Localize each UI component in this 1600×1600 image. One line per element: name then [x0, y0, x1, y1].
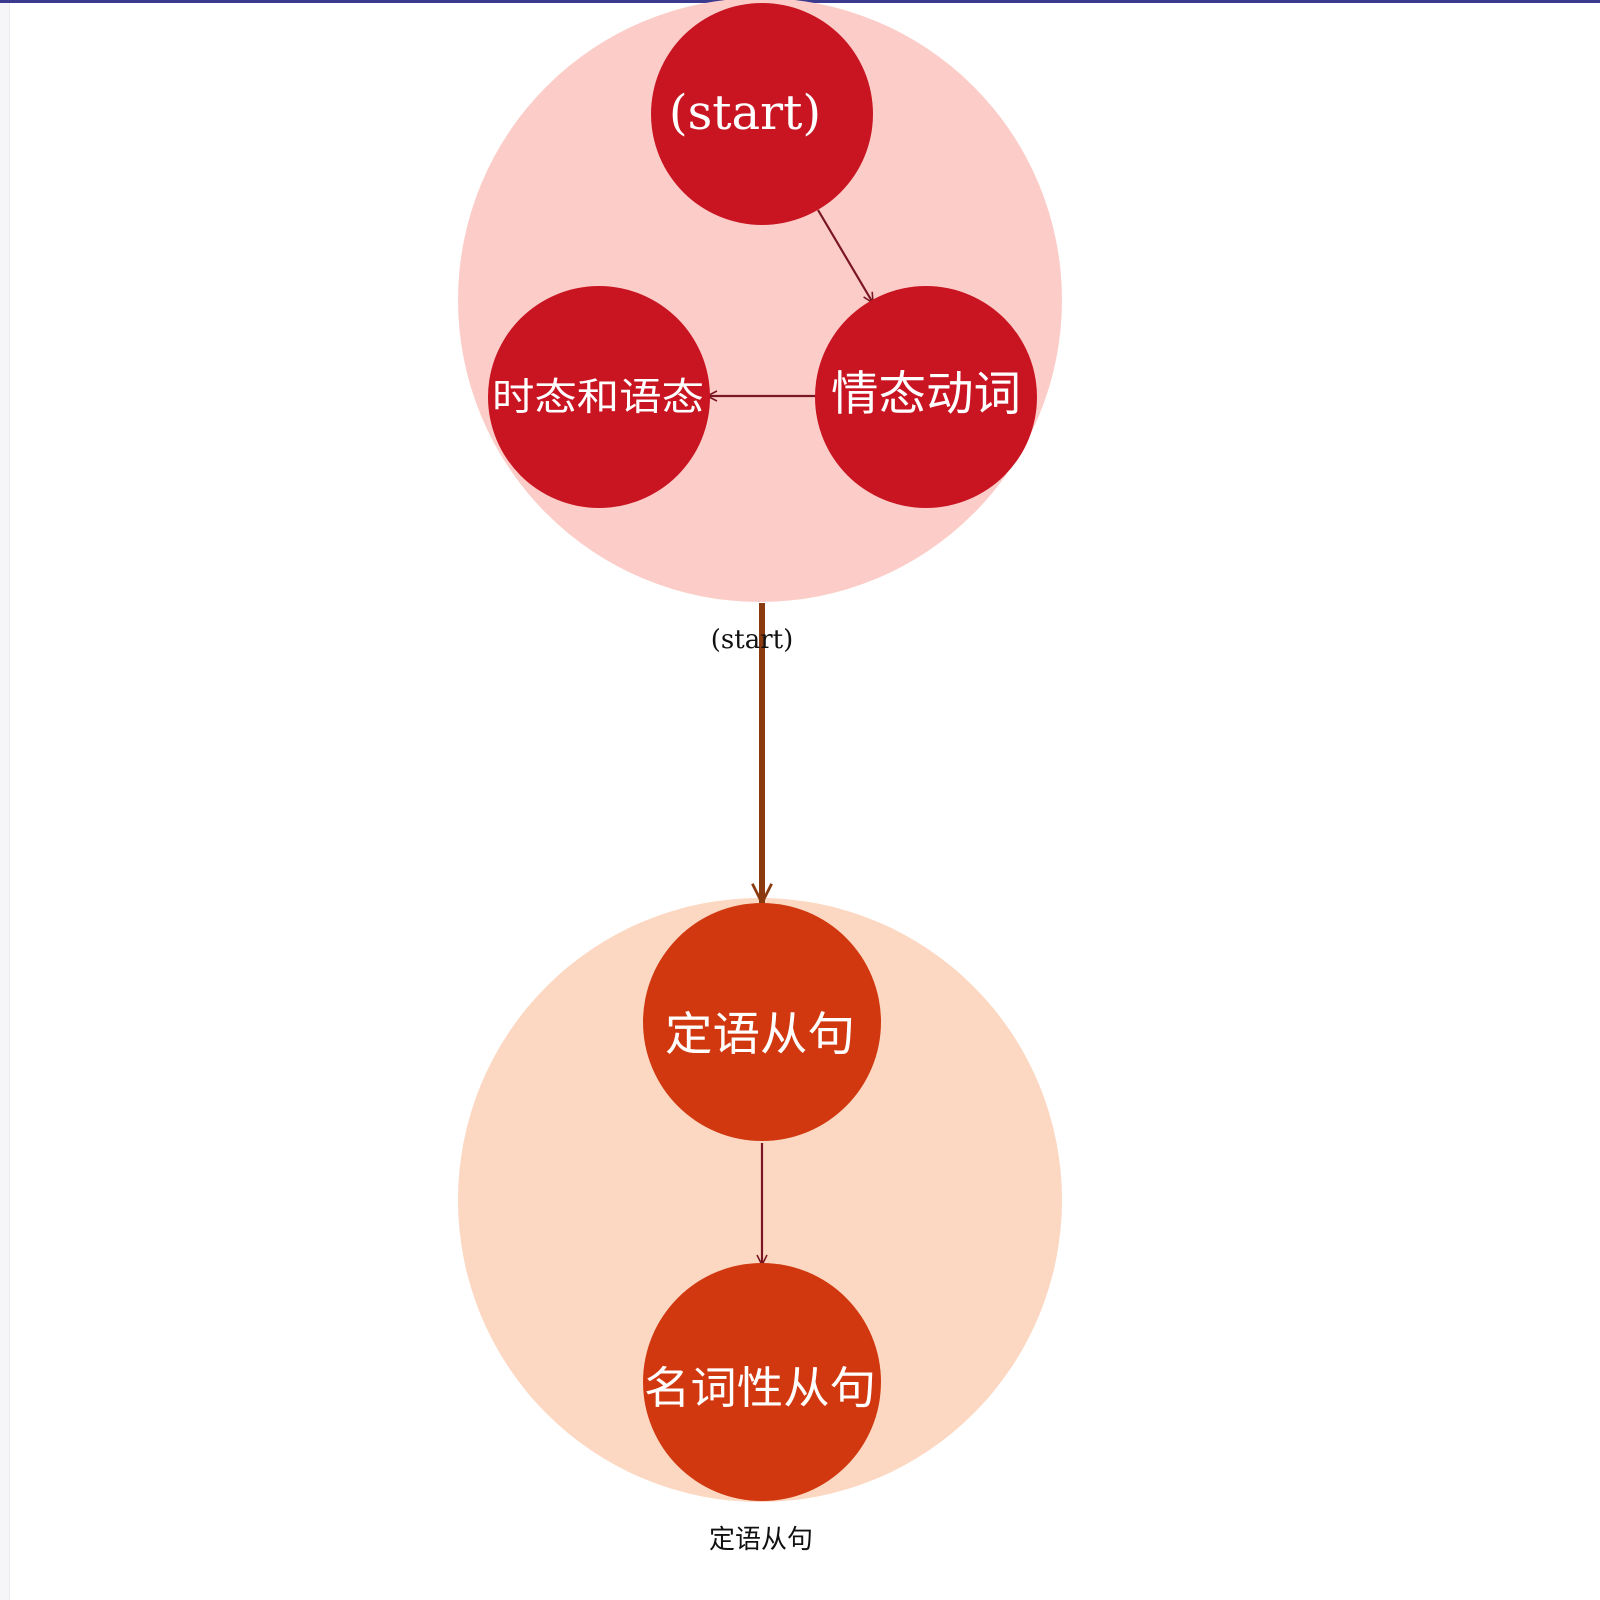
left-edge-rail — [0, 3, 10, 1600]
node-modal-verbs[interactable]: 情态动词 — [815, 286, 1037, 508]
node-tense-voice-circle — [488, 286, 710, 508]
node-tense-voice[interactable]: 时态和语态 — [488, 286, 710, 508]
node-modal-verbs-circle — [815, 286, 1037, 508]
node-modal-verbs-label: 情态动词 — [831, 367, 1021, 422]
node-noun-clause[interactable]: 名词性从句 — [643, 1263, 881, 1501]
node-start[interactable]: (start) — [651, 3, 873, 225]
node-attributive-clause[interactable]: 定语从句 — [643, 903, 881, 1141]
node-attributive-clause-label: 定语从句 — [665, 1007, 855, 1061]
node-start-label: (start) — [669, 85, 821, 141]
edge-start-to-modal-verbs — [817, 209, 874, 303]
group-attributive-circle — [458, 898, 1062, 1502]
node-noun-clause-label: 名词性从句 — [644, 1363, 876, 1414]
group-start-caption: (start) — [711, 625, 793, 655]
node-tense-voice-label: 时态和语态 — [492, 375, 704, 419]
node-noun-clause-circle — [643, 1263, 881, 1501]
node-start-circle — [651, 3, 873, 225]
node-attributive-clause-circle — [643, 903, 881, 1141]
group-attributive-caption: 定语从句 — [709, 1525, 813, 1555]
